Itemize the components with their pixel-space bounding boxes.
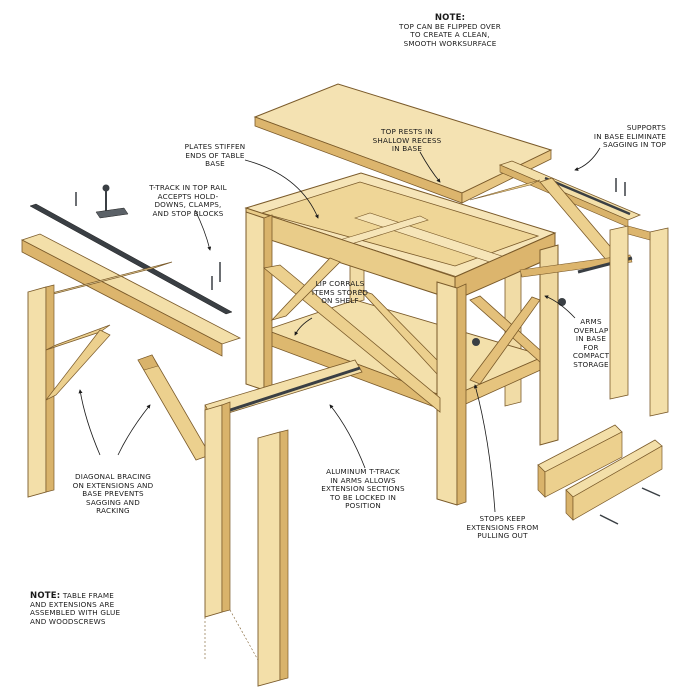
- table-top-panel: [253, 83, 553, 204]
- top-note-title: NOTE:: [434, 13, 466, 23]
- callout-line: EXTENSION SECTIONS: [321, 484, 405, 494]
- callout-stops-keep: STOPS KEEP EXTENSIONS FROM PULLING OUT: [455, 514, 550, 541]
- hold-down-clamp-icon: [95, 184, 129, 219]
- callout-line: DOWNS, CLAMPS,: [154, 200, 222, 210]
- callout-line: BASE: [205, 159, 225, 169]
- callout-diagonal-bracing: DIAGONAL BRACING ON EXTENSIONS AND BASE …: [58, 472, 168, 516]
- callout-line: TOP RESTS IN: [381, 127, 433, 136]
- callout-line: ITEMS STORED: [311, 287, 369, 297]
- callout-line: ARMS: [580, 317, 602, 326]
- front-extension: [137, 354, 363, 687]
- callout-line: LIP CORRALS: [315, 279, 365, 288]
- top-note-line: TOP CAN BE FLIPPED OVER: [399, 21, 501, 31]
- callout-line: BASE PREVENTS: [82, 489, 144, 499]
- screw-icon: [599, 514, 619, 525]
- callout-line: RACKING: [96, 506, 130, 516]
- callout-top-rests: TOP RESTS IN SHALLOW RECESS IN BASE: [362, 127, 452, 154]
- bottom-note: NOTE: TABLE FRAME AND EXTENSIONS ARE ASS…: [30, 591, 170, 626]
- callout-line: FOR: [583, 342, 599, 352]
- bottom-note-line: ASSEMBLED WITH GLUE: [30, 608, 121, 618]
- knob-icon: [558, 298, 566, 306]
- left-extension: [20, 184, 242, 498]
- callout-line: OVERLAP: [573, 325, 609, 335]
- callout-line: SHALLOW RECESS: [372, 135, 442, 145]
- callout-aluminum-track: ALUMINUM T-TRACK IN ARMS ALLOWS EXTENSIO…: [308, 467, 418, 511]
- top-note-line: SMOOTH WORKSURFACE: [403, 38, 497, 48]
- callout-line: SAGGING IN TOP: [603, 140, 666, 150]
- right-extension-rail: [469, 160, 669, 417]
- knob-icon: [472, 338, 480, 346]
- callout-line: EXTENSIONS FROM: [466, 522, 539, 532]
- callout-line: ALUMINUM T-TRACK: [326, 467, 400, 476]
- bottom-note-line: AND WOODSCREWS: [30, 616, 106, 626]
- callout-arms-overlap: ARMS OVERLAP IN BASE FOR COMPACT STORAGE: [566, 317, 616, 370]
- callout-line: IN BASE ELIMINATE: [593, 131, 666, 141]
- callout-line: POSITION: [345, 501, 381, 511]
- callout-line: IN BASE: [391, 144, 423, 154]
- callout-line: ACCEPTS HOLD-: [157, 191, 219, 201]
- callout-line: STORAGE: [573, 359, 609, 369]
- callout-t-track: T-TRACK IN TOP RAIL ACCEPTS HOLD- DOWNS,…: [138, 183, 238, 218]
- callout-line: AND STOP BLOCKS: [152, 208, 224, 218]
- stop-blocks: [537, 424, 663, 525]
- bottom-note-line: AND EXTENSIONS ARE: [30, 599, 115, 609]
- callout-line: T-TRACK IN TOP RAIL: [149, 183, 227, 192]
- callout-lip-corrals: LIP CORRALS ITEMS STORED ON SHELF: [305, 279, 375, 306]
- bottom-note-title: NOTE:: [30, 591, 61, 601]
- callout-supports: SUPPORTS IN BASE ELIMINATE SAGGING IN TO…: [570, 123, 666, 150]
- bottom-note-line: TABLE FRAME: [62, 591, 115, 600]
- callout-line: TO BE LOCKED IN: [329, 492, 397, 502]
- callout-line: IN BASE: [575, 334, 607, 344]
- callout-line: SUPPORTS: [626, 123, 666, 132]
- leader-lines: [78, 147, 601, 513]
- top-note-line: TO CREATE A CLEAN,: [410, 30, 490, 40]
- callout-line: DIAGONAL BRACING: [75, 472, 151, 481]
- callout-line: COMPACT: [572, 351, 610, 361]
- callout-line: SAGGING AND: [85, 497, 140, 507]
- callout-line: PULLING OUT: [477, 531, 528, 541]
- callout-line: PLATES STIFFEN: [184, 142, 246, 151]
- callout-line: ON SHELF: [321, 296, 359, 306]
- callout-line: STOPS KEEP: [479, 514, 526, 523]
- callout-line: IN ARMS ALLOWS: [330, 475, 396, 485]
- callout-line: ON EXTENSIONS AND: [72, 480, 154, 490]
- screw-icon: [641, 487, 661, 497]
- callout-line: ENDS OF TABLE: [185, 150, 245, 160]
- table-base: [244, 172, 566, 506]
- top-note: NOTE: TOP CAN BE FLIPPED OVER TO CREATE …: [375, 14, 525, 48]
- callout-plates-stiffen: PLATES STIFFEN ENDS OF TABLE BASE: [180, 142, 250, 169]
